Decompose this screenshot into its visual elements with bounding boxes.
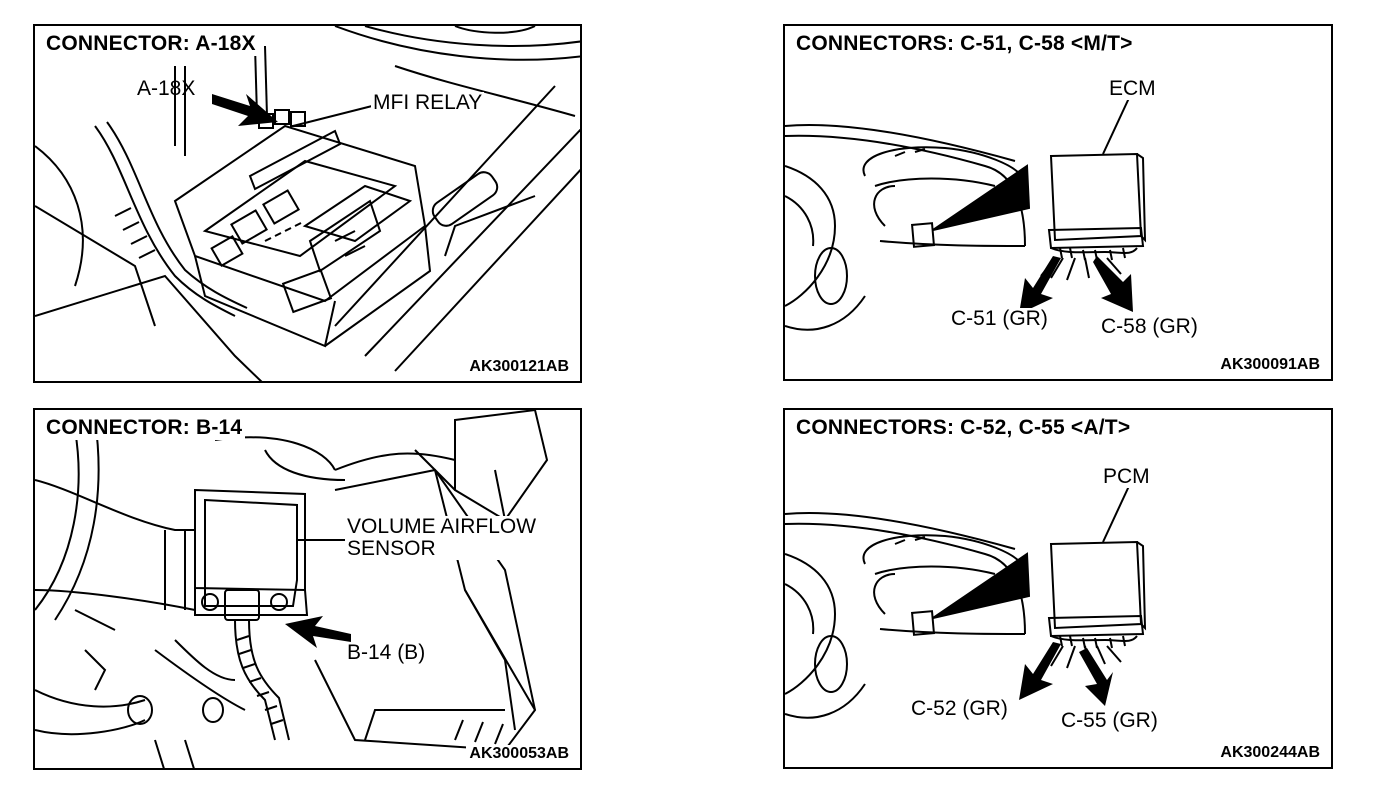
panel-title: CONNECTORS: C-51, C-58 <M/T> [793, 32, 1136, 56]
c55-pointer-arrow [1079, 648, 1113, 706]
c51-connector-label: C-51 (GR) [949, 307, 1050, 330]
panel-title: CONNECTORS: C-52, C-55 <A/T> [793, 416, 1134, 440]
panel-connector-b14: CONNECTOR: B-14 VOLUME AIRFLOW SENSOR B-… [33, 408, 582, 770]
c58-pointer-arrow [1093, 256, 1133, 312]
panel-title: CONNECTOR: B-14 [43, 416, 246, 440]
c55-connector-label: C-55 (GR) [1059, 709, 1160, 732]
dashboard-ecm-illustration [785, 97, 1147, 331]
a18x-connector-label: A-18X [137, 77, 196, 100]
volume-airflow-sensor-label-line1: VOLUME AIRFLOW [347, 515, 537, 538]
mfi-relay-label: MFI RELAY [371, 91, 485, 114]
volume-airflow-sensor-label-line2: SENSOR [347, 537, 436, 560]
b14-pointer-arrow [285, 616, 351, 648]
ecm-label: ECM [1107, 77, 1158, 100]
c52-connector-label: C-52 (GR) [909, 697, 1010, 720]
volume-airflow-sensor-label: VOLUME AIRFLOW SENSOR [345, 515, 539, 560]
panel-connectors-c52-c55: CONNECTORS: C-52, C-55 <A/T> PCM C-52 (G… [783, 408, 1333, 769]
figure-code: AK300053AB [466, 745, 572, 763]
figure-code: AK300121AB [466, 358, 572, 376]
c51-pointer-arrow [1019, 256, 1061, 314]
a18x-pointer-arrow [212, 94, 278, 126]
panel-title: CONNECTOR: A-18X [43, 32, 259, 56]
airflow-sensor-illustration [35, 410, 549, 768]
dashboard-pcm-illustration [785, 485, 1147, 719]
panel-connector-a18x: CONNECTOR: A-18X A-18X MFI RELAY AK30012… [33, 24, 582, 383]
engine-bay-relay-box-illustration [35, 26, 580, 381]
panel-connectors-c51-c58: CONNECTORS: C-51, C-58 <M/T> ECM C-51 (G… [783, 24, 1333, 381]
figure-code: AK300091AB [1217, 356, 1323, 374]
figure-code: AK300244AB [1217, 744, 1323, 762]
b14-connector-label: B-14 (B) [345, 641, 428, 664]
c52-pointer-arrow [1019, 642, 1061, 700]
c58-connector-label: C-58 (GR) [1099, 315, 1200, 338]
pcm-label: PCM [1101, 465, 1152, 488]
